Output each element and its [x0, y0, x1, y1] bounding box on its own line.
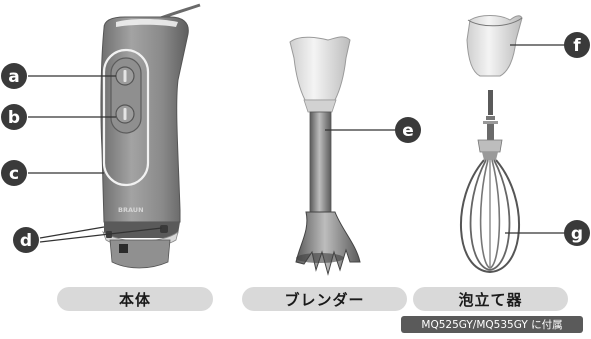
blender-shaft	[289, 36, 361, 276]
callout-f: f	[573, 36, 581, 56]
callout-d-badge	[13, 227, 39, 253]
callout-e: e	[402, 121, 414, 141]
whisk	[459, 90, 521, 274]
callout-b: b	[8, 108, 20, 128]
brand-logo: BRAUN	[118, 206, 144, 214]
release-button-front	[119, 244, 128, 253]
callout-c: c	[9, 164, 19, 184]
model-note-badge: MQ525GY/MQ535GY に付属	[401, 316, 583, 333]
motor-body: BRAUN	[100, 3, 201, 269]
callout-d: d	[20, 231, 32, 251]
callout-a: a	[8, 67, 19, 87]
label-blender: ブレンダー	[242, 287, 407, 311]
callout-e-badge	[395, 117, 421, 143]
leader-lines	[28, 44, 568, 243]
label-body: 本体	[57, 287, 213, 311]
blender-foot	[295, 211, 361, 276]
callout-g-badge	[564, 220, 590, 246]
callout-f-badge	[564, 32, 590, 58]
blender-coupling	[289, 36, 351, 101]
callout-b-badge	[1, 104, 27, 130]
callout-g: g	[571, 224, 583, 244]
label-whisk: 泡立て器	[413, 287, 568, 311]
callout-a-badge	[1, 63, 27, 89]
callout-c-badge	[1, 160, 27, 186]
whisk-gear-box	[466, 15, 523, 77]
top-cap-highlight	[116, 19, 178, 27]
release-button-side	[160, 225, 168, 233]
